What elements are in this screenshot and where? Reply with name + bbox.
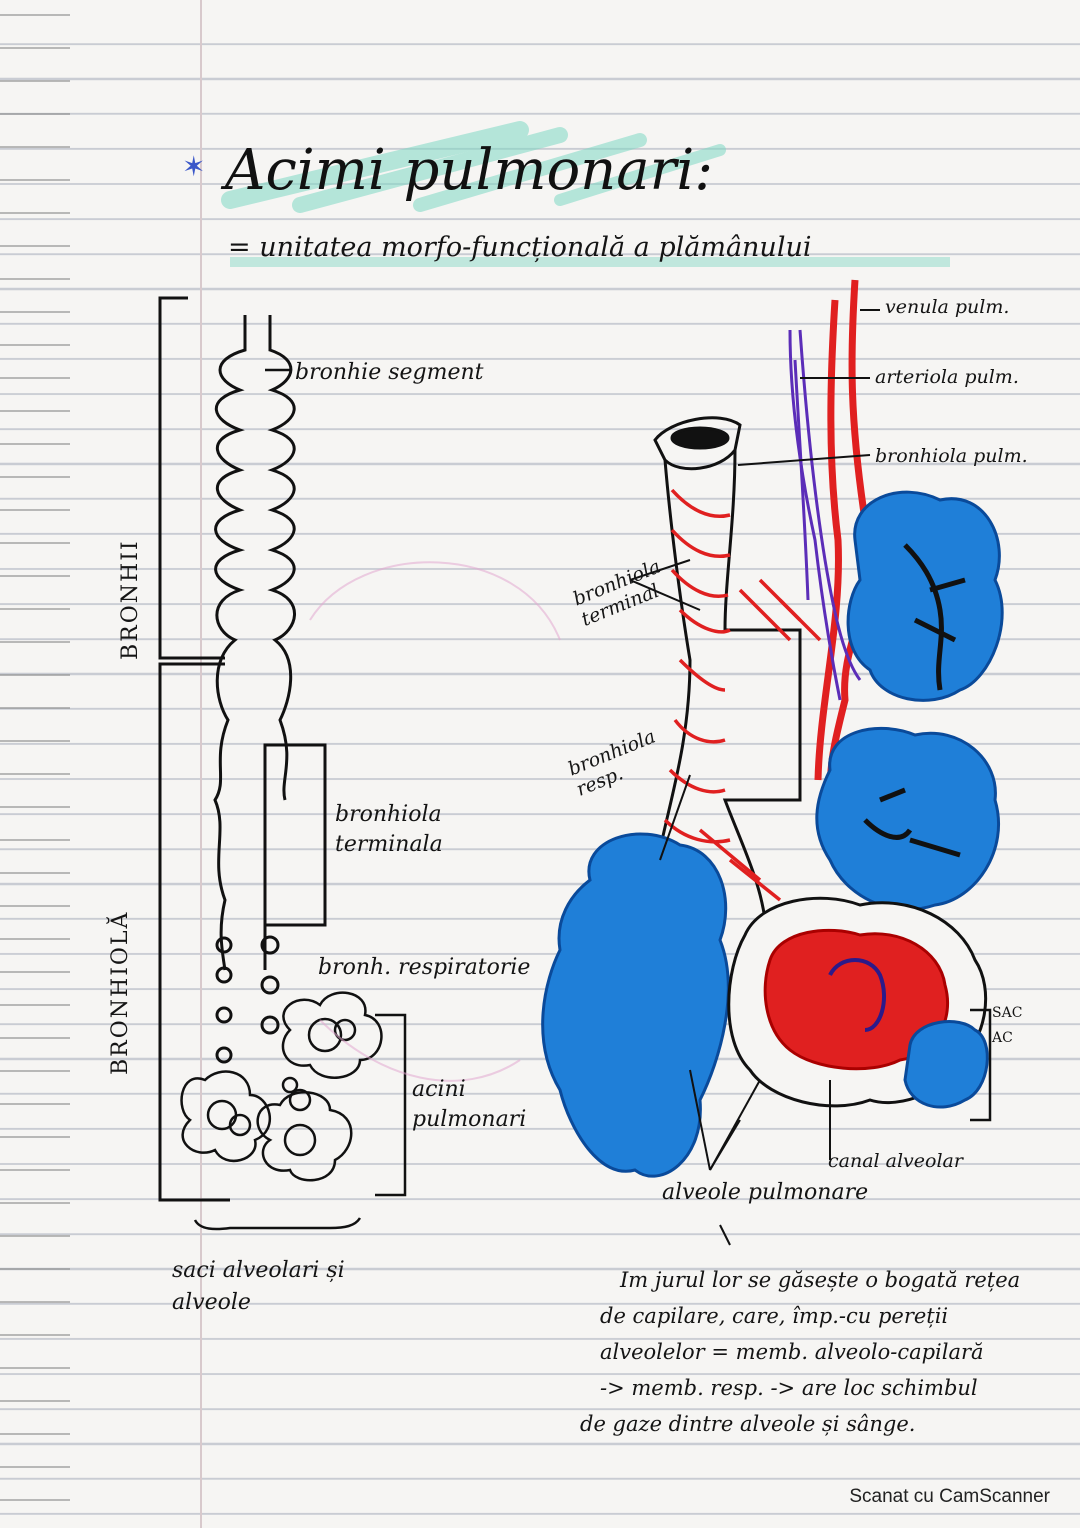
label-venula: venula pulm. [885, 296, 1010, 318]
capillary-network-red [663, 488, 822, 902]
label-bronhiola-terminala: bronhiola terminala [335, 802, 443, 857]
black-vessel-network [863, 543, 966, 858]
bracket-bronhiola [158, 662, 230, 1202]
label-sac: SAC [992, 1005, 1023, 1021]
title-highlight [221, 121, 726, 213]
page-subtitle: = unitatea morfo-funcțională a plămânulu… [228, 232, 812, 263]
alveoli-cluster-blue-left [541, 832, 730, 1178]
label-arteriola: arteriola pulm. [875, 366, 1019, 388]
canal-alveolar-opening [828, 958, 886, 1032]
note-line: alveolelor = memb. alveolo-capilară [600, 1340, 984, 1364]
alveoli-cluster-blue-small [903, 1020, 989, 1109]
bronchus-tube [213, 315, 327, 971]
alveoli-cluster-blue-top [846, 490, 1004, 702]
label-acini-pulmonari: acini pulmonari [412, 1077, 527, 1132]
leader-lines [629, 309, 880, 1246]
bracket-sac [970, 1008, 992, 1122]
bracket-acini [375, 1013, 407, 1197]
faint-pink-sketch [309, 561, 561, 1082]
bullet-star-icon: ✶ [182, 150, 206, 183]
page-margin-line [200, 0, 202, 1528]
label-partial: AC [992, 1030, 1013, 1046]
acini-clusters [180, 991, 383, 1182]
alveolar-beads [215, 935, 280, 1064]
bracket-bronhii [158, 296, 225, 660]
note-block: Im jurul lor se găsește o bogată rețea d… [580, 1262, 1050, 1442]
label-saci-alveolari: saci alveolari și alveole [172, 1258, 345, 1315]
brace-saci [193, 1217, 362, 1231]
alveoli-cluster-blue-mid [815, 727, 1001, 911]
note-line: de capilare, care, împ.-cu pereții [600, 1304, 949, 1328]
label-bronhiola: BRONHIOLĂ [108, 910, 133, 1075]
label-canal-alveolar: canal alveolar [828, 1150, 963, 1172]
label-bronhii: BRONHII [118, 539, 143, 660]
note-line: de gaze dintre alveole și sânge. [580, 1412, 916, 1436]
arteriola-vessel [788, 329, 862, 701]
label-bronhie-segment: bronhie segment [295, 360, 484, 385]
label-bronh-respiratorie: bronh. respiratorie [318, 955, 531, 980]
spiral-binding [0, 0, 70, 1528]
label-alveole-pulmonare: alveole pulmonare [662, 1180, 869, 1205]
note-line: Im jurul lor se găsește o bogată rețea [620, 1268, 1021, 1292]
page-title: Acimi pulmonari: [225, 138, 714, 203]
label-bronhiola-pulm: bronhiola pulm. [875, 445, 1028, 467]
note-line: -> memb. resp. -> are loc schimbul [600, 1376, 978, 1400]
scanner-watermark: Scanat cu CamScanner [849, 1486, 1050, 1507]
